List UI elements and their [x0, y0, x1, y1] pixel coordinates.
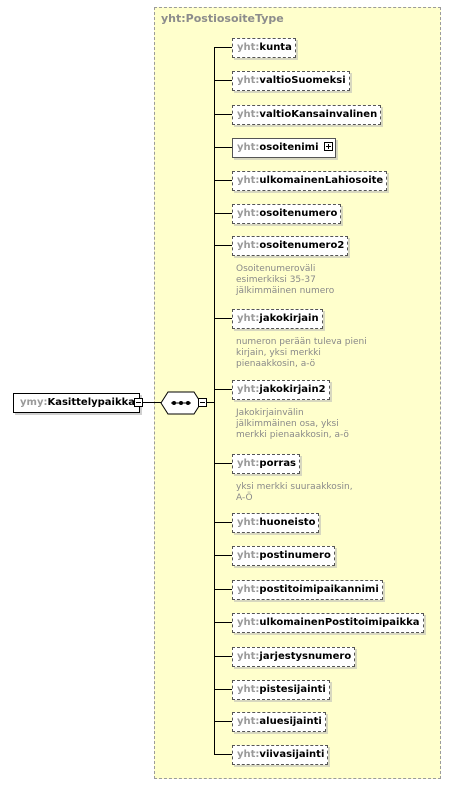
element-ulkomainenlahiosoite[interactable]: yht:ulkomainenLahiosoite: [232, 171, 388, 191]
element-namespace: yht:: [237, 584, 260, 595]
element-postinumero[interactable]: yht:postinumero: [232, 546, 335, 566]
sequence-compositor-icon[interactable]: [160, 390, 204, 416]
branch: [214, 80, 232, 81]
branch: [214, 245, 232, 246]
element-namespace: yht:: [237, 384, 260, 395]
note-porras: yksi merkki suuraakkosin, A-Ö: [236, 482, 353, 504]
branch: [214, 147, 232, 148]
element-namespace: yht:: [237, 109, 260, 120]
element-name: viivasijainti: [259, 749, 325, 760]
note-line: Osoitenumeroväli: [236, 264, 316, 274]
element-namespace: yht:: [237, 313, 260, 324]
element-jarjestysnumero[interactable]: yht:jarjestysnumero: [232, 647, 356, 667]
note-line: numeron perään tuleva pieni: [236, 337, 367, 347]
element-name: osoitenumero: [259, 208, 338, 219]
element-osoitenumero[interactable]: yht:osoitenumero: [232, 204, 342, 224]
element-name: pistesijainti: [259, 684, 326, 695]
note-osoitenumero2: Osoitenumeroväli esimerkiksi 35-37 jälki…: [236, 264, 334, 297]
sequence-collapse-icon[interactable]: [198, 398, 207, 407]
branch: [214, 463, 232, 464]
branch: [214, 114, 232, 115]
element-name: postinumero: [259, 550, 331, 561]
branch: [214, 318, 232, 319]
branch: [214, 180, 232, 181]
note-line: jälkimmäinen numero: [236, 286, 335, 296]
element-name: kunta: [259, 42, 292, 53]
note-line: jälkimmäinen osa, yksi: [236, 419, 339, 429]
root-name: Kasittelypaikka: [47, 397, 136, 408]
root-element[interactable]: ymy:Kasittelypaikka: [13, 393, 140, 413]
element-name: huoneisto: [259, 517, 316, 528]
branch: [214, 213, 232, 214]
branch: [214, 689, 232, 690]
element-pistesijainti[interactable]: yht:pistesijainti: [232, 680, 330, 700]
element-kunta[interactable]: yht:kunta: [232, 38, 296, 58]
note-line: Jakokirjainvälin: [236, 408, 304, 418]
branch: [214, 522, 232, 523]
element-namespace: yht:: [237, 550, 260, 561]
branch: [214, 555, 232, 556]
element-huoneisto[interactable]: yht:huoneisto: [232, 513, 320, 533]
branch: [214, 656, 232, 657]
element-name: jarjestysnumero: [259, 651, 352, 662]
element-namespace: yht:: [237, 517, 260, 528]
children-trunk: [214, 47, 215, 755]
element-namespace: yht:: [237, 684, 260, 695]
note-line: pienaakkosin, a-ö: [236, 359, 316, 369]
root-namespace: ymy:: [20, 397, 48, 408]
element-namespace: yht:: [237, 749, 260, 760]
element-name: valtioKansainvalinen: [259, 109, 378, 120]
element-name: jakokirjain2: [259, 384, 326, 395]
element-valtiokansainvalinen[interactable]: yht:valtioKansainvalinen: [232, 105, 382, 125]
element-valtiosuomeksi[interactable]: yht:valtioSuomeksi: [232, 71, 350, 91]
element-namespace: yht:: [237, 716, 260, 727]
element-name: ulkomainenLahiosoite: [259, 175, 384, 186]
element-namespace: yht:: [237, 42, 260, 53]
element-name: aluesijainti: [259, 716, 322, 727]
branch: [214, 721, 232, 722]
element-jakokirjain2[interactable]: yht:jakokirjain2: [232, 380, 330, 400]
note-line: A-Ö: [236, 493, 253, 503]
element-viivasijainti[interactable]: yht:viivasijainti: [232, 745, 329, 765]
element-osoitenumero2[interactable]: yht:osoitenumero2: [232, 236, 349, 256]
type-title: yht:PostiosoiteType: [161, 12, 284, 25]
branch: [214, 622, 232, 623]
element-namespace: yht:: [237, 75, 260, 86]
expand-icon[interactable]: [324, 142, 333, 151]
element-namespace: yht:: [237, 240, 260, 251]
element-name: ulkomainenPostitoimipaikka: [259, 617, 420, 628]
branch: [214, 754, 232, 755]
note-line: esimerkiksi 35-37: [236, 275, 316, 285]
element-name: porras: [259, 458, 297, 469]
element-name: osoitenimi: [259, 142, 319, 153]
note-jakokirjain2: Jakokirjainvälin jälkimmäinen osa, yksi …: [236, 408, 349, 441]
root-connector: [143, 402, 163, 403]
branch: [214, 589, 232, 590]
element-name: jakokirjain: [259, 313, 319, 324]
element-name: valtioSuomeksi: [259, 75, 346, 86]
element-namespace: yht:: [237, 208, 260, 219]
element-osoitenimi[interactable]: yht:osoitenimi: [232, 138, 336, 158]
root-collapse-icon[interactable]: [134, 398, 143, 407]
sequence-connector: [207, 402, 214, 403]
element-name: postitoimipaikannimi: [259, 584, 379, 595]
element-namespace: yht:: [237, 617, 260, 628]
element-namespace: yht:: [237, 175, 260, 186]
note-line: kirjain, yksi merkki: [236, 348, 321, 358]
note-line: yksi merkki suuraakkosin,: [236, 482, 353, 492]
element-aluesijainti[interactable]: yht:aluesijainti: [232, 712, 326, 732]
element-namespace: yht:: [237, 458, 260, 469]
branch: [214, 389, 232, 390]
element-namespace: yht:: [237, 142, 260, 153]
element-name: osoitenumero2: [259, 240, 345, 251]
element-ulkomainenpostitoimipaikka[interactable]: yht:ulkomainenPostitoimipaikka: [232, 613, 424, 633]
element-postitoimipaikannimi[interactable]: yht:postitoimipaikannimi: [232, 580, 383, 600]
branch: [214, 47, 232, 48]
note-jakokirjain: numeron perään tuleva pieni kirjain, yks…: [236, 337, 367, 370]
element-porras[interactable]: yht:porras: [232, 454, 301, 474]
note-line: merkki pienaakkosin, a-ö: [236, 430, 349, 440]
element-namespace: yht:: [237, 651, 260, 662]
element-jakokirjain[interactable]: yht:jakokirjain: [232, 309, 323, 329]
